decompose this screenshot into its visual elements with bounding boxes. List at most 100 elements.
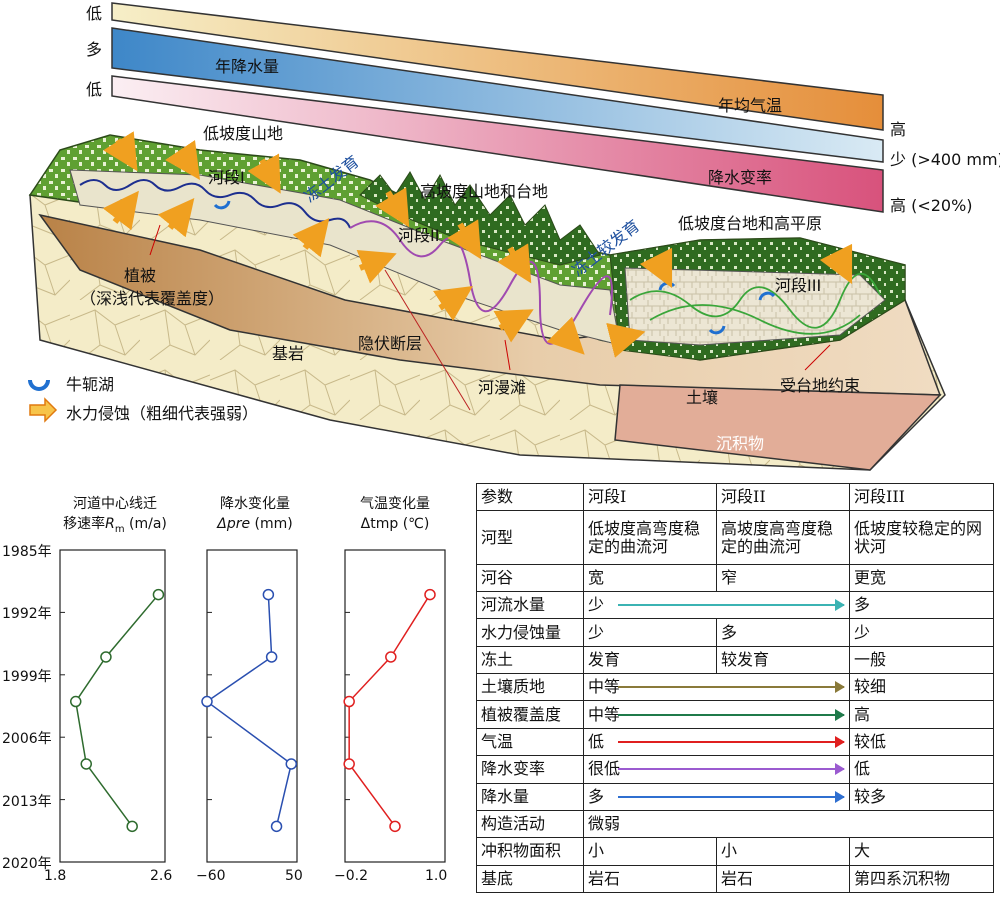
param-value-text: 少 (588, 595, 605, 615)
param-value-c: 大 (849, 837, 994, 866)
temperature-bar (111, 2, 884, 131)
bar-label-little: 少 (>400 mm) (890, 150, 1000, 169)
table-header-cell: 参数 (476, 482, 584, 512)
param-value-text: 低 (588, 731, 605, 751)
param-name: 土壤质地 (476, 673, 584, 702)
sediment-layer (614, 384, 942, 471)
parameter-table: 参数 河段I 河段II 河段III 河型低坡度高弯度稳定的曲流河高坡度高弯度稳定… (476, 482, 994, 894)
param-name: 基底 (476, 864, 584, 894)
param-name: 降水量 (476, 782, 584, 811)
label-soil: 土壤 (686, 388, 719, 407)
oxbow (213, 200, 231, 210)
param-name: 降水变率 (476, 755, 584, 784)
param-value-b: 岩石 (716, 864, 850, 894)
year-tick-label: 2006年 (2, 731, 52, 748)
charts-svg (59, 549, 446, 863)
table-header-cell: 河段II (716, 482, 850, 512)
chart2-title-var: Δpre (217, 516, 251, 532)
param-value-text: 很低 (588, 759, 621, 779)
param-value-start: 很低 (583, 755, 850, 784)
table-row: 冻土发育较发育一般 (476, 645, 994, 675)
param-name: 植被覆盖度 (476, 700, 584, 729)
param-value-end: 较低 (849, 727, 994, 757)
param-name: 河谷 (476, 563, 584, 593)
landscape-diagram: 低 多 低 年降水量 年均气温 降水变率 高 少 (>400 mm) 高 (<2… (28, 2, 1000, 471)
param-value-end: 较多 (849, 782, 994, 811)
table-row: 冲积物面积小小大 (476, 837, 994, 866)
line-charts: 河道中心线迁 移速率Rm (m/a) 降水变化量 Δpre (mm) 气温变化量… (0, 480, 470, 898)
param-value-a: 发育 (583, 645, 717, 675)
year-tick-label: 2020年 (2, 856, 52, 872)
chart2-title: 降水变化量 Δpre (mm) (200, 494, 310, 534)
table-row: 基底岩石岩石第四系沉积物 (476, 864, 994, 894)
param-value-end: 高 (849, 700, 994, 729)
trend-arrow (618, 763, 845, 776)
param-value-c: 少 (849, 618, 994, 647)
chart3-title-unit: (℃) (402, 516, 430, 532)
chart1-xmax: 2.6 (150, 868, 173, 884)
chart3-xmax: 1.0 (425, 868, 448, 884)
label-vegetation: 植被 (124, 266, 157, 285)
param-value-start: 中等 (583, 673, 850, 702)
chart2-title-line2: Δpre (mm) (200, 514, 310, 534)
fault-line (384, 269, 471, 411)
oxbow (758, 291, 776, 301)
bar-label-many: 多 (86, 40, 103, 59)
variability-bar-label: 降水变率 (708, 168, 773, 187)
param-value-start: 低 (583, 727, 850, 757)
param-value-a: 小 (583, 837, 717, 866)
chart2-data-point (262, 588, 275, 601)
chart3-data-point (385, 651, 397, 663)
chart2-data-point (265, 651, 278, 663)
label-constraint: 受台地约束 (780, 376, 861, 395)
param-name: 河流水量 (476, 590, 584, 620)
variability-bar (111, 75, 884, 213)
label-floodplain: 河漫滩 (478, 378, 527, 397)
table-row: 河型低坡度高弯度稳定的曲流河高坡度高弯度稳定的曲流河低坡度较稳定的网状河 (476, 510, 994, 565)
table-row: 水力侵蚀量少多少 (476, 618, 994, 647)
chart2-xmin: −60 (196, 868, 226, 884)
chart1-data-point (70, 695, 82, 708)
chart2-series-line (205, 594, 293, 827)
chart1-series-line (74, 594, 160, 827)
chart3-data-point (424, 588, 436, 601)
river-section1 (79, 179, 351, 229)
chart1-data-point (126, 820, 138, 833)
param-value-start: 少 (583, 590, 850, 620)
trend-arrow (618, 681, 845, 694)
param-value-c: 第四系沉积物 (849, 864, 994, 894)
table-row: 降水量多较多 (476, 782, 994, 811)
label-sediment: 沉积物 (716, 434, 765, 453)
param-value: 微弱 (583, 809, 994, 839)
param-name: 河型 (476, 510, 584, 565)
chart1-title-line2: 移速率Rm (m/a) (55, 514, 175, 540)
label-section2: 河段II (398, 226, 440, 245)
param-value-end: 低 (849, 755, 994, 784)
parameter-table-body: 参数 河段I 河段II 河段III 河型低坡度高弯度稳定的曲流河高坡度高弯度稳定… (476, 482, 994, 894)
chart3-data-point (343, 695, 355, 708)
precip-bar-label: 年降水量 (215, 57, 280, 76)
table-row: 河谷宽窄更宽 (476, 563, 994, 593)
trend-arrow (618, 599, 845, 612)
chart3-frame (344, 549, 446, 863)
chart3-title: 气温变化量 Δtmp (℃) (335, 494, 455, 534)
param-value-start: 中等 (583, 700, 850, 729)
param-value-c: 一般 (849, 645, 994, 675)
table-row: 土壤质地中等较细 (476, 673, 994, 702)
chart3-title-var: Δtmp (360, 516, 399, 532)
bar-label-high-var: 高 (<20%) (890, 196, 973, 215)
chart2-data-point (270, 820, 283, 833)
chart1-xmin: 1.8 (44, 868, 67, 884)
chart3-data-point (389, 820, 401, 833)
bar-label-low-var: 低 (86, 80, 103, 99)
chart1-data-point (80, 758, 92, 770)
param-value-c: 低坡度较稳定的网状河 (849, 510, 994, 565)
chart1-data-point (152, 588, 165, 601)
year-tick-label: 1999年 (2, 668, 52, 685)
chart2-data-point (285, 758, 298, 770)
param-value-a: 少 (583, 618, 717, 647)
table-header-cell: 河段III (849, 482, 994, 512)
temp-bar-label: 年均气温 (718, 96, 783, 115)
param-name: 气温 (476, 727, 584, 757)
year-tick-label: 2013年 (2, 793, 52, 810)
